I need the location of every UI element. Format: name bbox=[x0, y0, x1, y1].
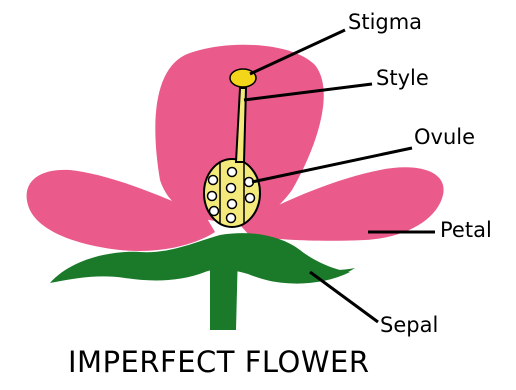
ovule-label: Ovule bbox=[414, 127, 475, 148]
stigma-label: Stigma bbox=[348, 12, 422, 33]
ovule-dot bbox=[228, 168, 237, 177]
diagram-caption: IMPERFECT FLOWER bbox=[68, 348, 370, 377]
style-label: Style bbox=[376, 68, 429, 89]
ovule-dot bbox=[227, 214, 236, 223]
ovule-dot bbox=[210, 207, 219, 216]
ovule-dot bbox=[246, 194, 255, 203]
ovule-dot bbox=[209, 176, 218, 185]
ovule-dot bbox=[228, 200, 237, 209]
petal-label: Petal bbox=[440, 220, 492, 241]
ovule-dot bbox=[208, 192, 217, 201]
sepal-leader bbox=[310, 272, 378, 322]
sepal-label: Sepal bbox=[380, 315, 438, 336]
ovule-dot bbox=[227, 184, 236, 193]
